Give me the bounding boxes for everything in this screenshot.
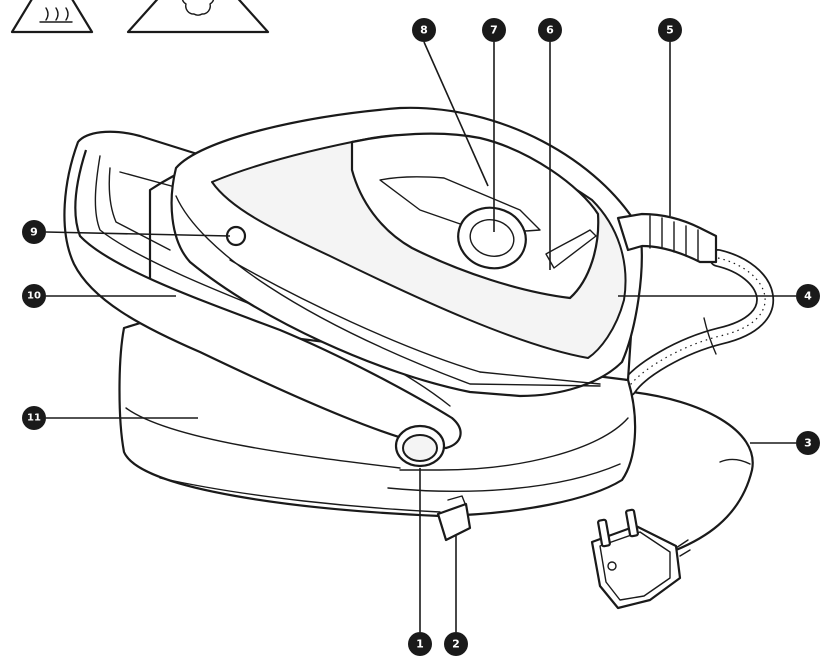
callout-8: 8: [412, 18, 436, 42]
callout-7: 7: [482, 18, 506, 42]
callout-11: 11: [22, 406, 46, 430]
power-plug: [590, 508, 691, 610]
callout-5: 5: [658, 18, 682, 42]
svg-text:9: 9: [30, 226, 38, 239]
callout-2: 2: [444, 632, 468, 656]
steam-iron: [170, 106, 718, 398]
callout-1: 1: [408, 632, 432, 656]
callout-6: 6: [538, 18, 562, 42]
hot-surface-icon: [10, 0, 94, 34]
callout-9: 9: [22, 220, 46, 244]
svg-text:3: 3: [804, 437, 812, 450]
svg-text:1: 1: [416, 638, 424, 651]
power-button: [394, 424, 446, 468]
svg-text:8: 8: [420, 24, 428, 37]
iron-lock: [436, 495, 472, 542]
leader-lines: [45, 41, 796, 632]
svg-text:10: 10: [27, 291, 41, 302]
callout-10: 10: [22, 284, 46, 308]
svg-text:7: 7: [490, 24, 498, 37]
svg-text:4: 4: [804, 290, 812, 303]
callout-3: 3: [796, 431, 820, 455]
svg-text:5: 5: [666, 24, 674, 37]
svg-text:2: 2: [452, 638, 460, 651]
callout-4: 4: [796, 284, 820, 308]
power-cord: [630, 390, 754, 552]
steam-hose: [619, 249, 774, 397]
svg-text:11: 11: [27, 413, 41, 424]
steam-icon: [126, 0, 270, 34]
svg-text:6: 6: [546, 24, 554, 37]
